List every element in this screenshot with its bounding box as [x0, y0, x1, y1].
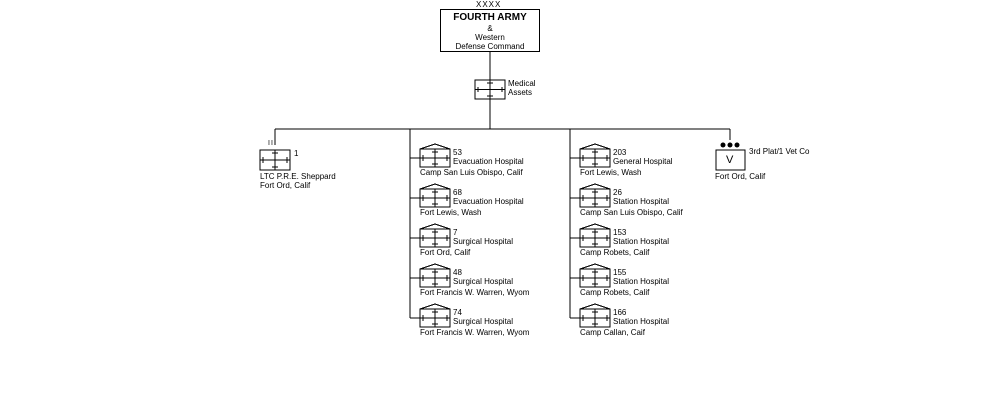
hospital-type: Station Hospital	[613, 237, 670, 246]
medical-label-2: Assets	[508, 88, 533, 97]
hospital-number: 166	[613, 308, 627, 317]
medical-unit-symbol	[474, 79, 506, 100]
hospital-type: General Hospital	[613, 157, 673, 166]
hospital-location: Camp Robets, Calif	[580, 248, 650, 257]
hospital-location: Fort Francis W. Warren, Wyom	[420, 328, 530, 337]
hospital-number: 74	[453, 308, 462, 317]
vet-symbol-letter: V	[726, 154, 734, 166]
hospital-location: Fort Ord, Calif	[420, 248, 471, 257]
hospital-type: Surgical Hospital	[453, 317, 514, 326]
hospital-number: 26	[613, 188, 622, 197]
hospital-type: Evacuation Hospital	[453, 157, 524, 166]
hospital-number: 153	[613, 228, 627, 237]
hq-ampersand: &	[487, 24, 493, 33]
hospital-number: 48	[453, 268, 462, 277]
col1-location: Fort Ord, Calif	[260, 181, 311, 190]
hq-line2: Western	[475, 33, 505, 42]
hospital-location: Camp San Luis Obispo, Calif	[420, 168, 523, 177]
medical-label-1: Medical	[508, 79, 536, 88]
hospital-type: Surgical Hospital	[453, 277, 514, 286]
hospital-number: 155	[613, 268, 627, 277]
hospital-number: 203	[613, 148, 627, 157]
hospital-number: 68	[453, 188, 462, 197]
hospital-number: 7	[453, 228, 458, 237]
col3-hospital-symbols	[579, 143, 611, 328]
col2-hospital-symbols	[419, 143, 451, 328]
veterinary-symbol	[715, 149, 746, 171]
hospital-type: Station Hospital	[613, 317, 670, 326]
hospital-location: Camp Callan, Caif	[580, 328, 645, 337]
hospital-location: Fort Lewis, Wash	[580, 168, 642, 177]
regiment-echelon-marker: III	[268, 140, 277, 147]
hospital-number: 53	[453, 148, 462, 157]
hq-title: FOURTH ARMY	[453, 12, 527, 23]
hospital-location: Fort Lewis, Wash	[420, 208, 482, 217]
vet-unit-label: 3rd Plat/1 Vet Co	[749, 147, 810, 156]
hospital-type: Station Hospital	[613, 277, 670, 286]
vet-location: Fort Ord, Calif	[715, 172, 766, 181]
hospital-type: Surgical Hospital	[453, 237, 514, 246]
hospital-location: Fort Francis W. Warren, Wyom	[420, 288, 530, 297]
hospital-type: Evacuation Hospital	[453, 197, 524, 206]
col1-commander: LTC P.R.E. Sheppard	[260, 172, 336, 181]
col1-number: 1	[294, 149, 299, 158]
hq-box: FOURTH ARMY & Western Defense Command	[440, 9, 540, 52]
hq-line3: Defense Command	[455, 42, 525, 51]
regiment-medical-symbol	[259, 149, 291, 171]
hospital-location: Camp San Luis Obispo, Calif	[580, 208, 683, 217]
hospital-type: Station Hospital	[613, 197, 670, 206]
hospital-location: Camp Robets, Calif	[580, 288, 650, 297]
army-echelon-marker: XXXX	[476, 0, 502, 9]
